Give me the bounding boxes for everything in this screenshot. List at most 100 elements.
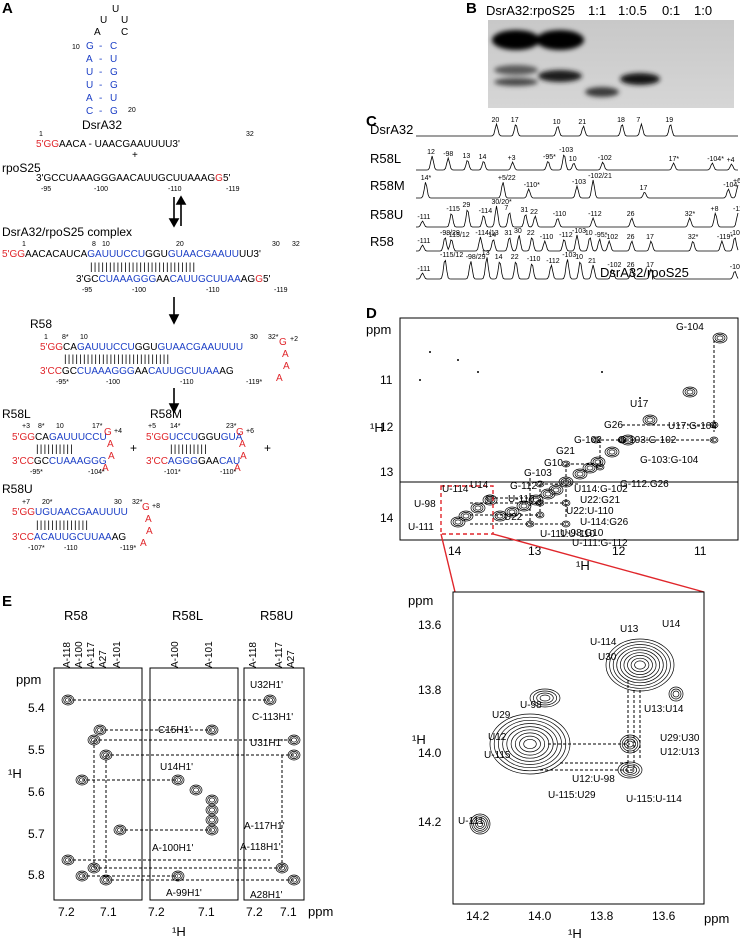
- peak-label: 13: [482, 250, 490, 257]
- panel-letter-d: D: [366, 305, 377, 322]
- svg-text:U-98: U-98: [520, 700, 542, 711]
- svg-text:U22: U22: [504, 512, 523, 523]
- trace-line: [416, 154, 738, 171]
- nt-number: 8*: [62, 334, 69, 341]
- peak-label: -110: [527, 256, 541, 263]
- svg-text:A: A: [234, 463, 241, 474]
- svg-text:A: A: [146, 526, 153, 537]
- r58m-loop: G A A A: [234, 427, 247, 474]
- svg-text:U-115:U-114: U-115:U-114: [626, 794, 682, 805]
- peak-label: -102: [598, 155, 612, 162]
- nt-number: 32*: [268, 334, 279, 341]
- peak-label: 22: [530, 209, 538, 216]
- peak-label: -112: [588, 211, 602, 218]
- peak-label: -115/12: [440, 252, 463, 259]
- column-labels-r58l: A-100 A-101: [170, 641, 215, 668]
- contour-peak: [634, 660, 646, 670]
- svg-text:A-118: A-118: [62, 642, 73, 668]
- nt-number: -119*: [120, 545, 136, 552]
- contour-peak: [630, 657, 650, 673]
- svg-text:A: A: [145, 514, 152, 525]
- diagonal-peak: [550, 486, 562, 494]
- nt-number: 20: [128, 107, 136, 114]
- svg-text:U12:U13: U12:U13: [660, 747, 700, 758]
- peak-label: -111: [417, 238, 430, 245]
- svg-text:7.1: 7.1: [198, 905, 215, 919]
- panel-d-noesy: ppm ¹H 11 12 13 14 14 13 12 11 ¹H: [366, 317, 739, 941]
- diagonal-peak: [644, 416, 656, 424]
- peak-label: 12: [427, 149, 435, 156]
- axis-h-label: ¹H: [412, 732, 426, 747]
- peak-label: 32*: [685, 211, 696, 218]
- frame-r58u: [243, 667, 305, 901]
- svg-text:U-115: U-115: [484, 750, 511, 761]
- noise-dot: [601, 371, 603, 373]
- peak-label: -110: [553, 211, 567, 218]
- contour-peak: [209, 797, 215, 803]
- svg-text:G-104: G-104: [676, 322, 704, 333]
- svg-text:U22:G21: U22:G21: [580, 495, 620, 506]
- contour-peak: [191, 786, 201, 794]
- stem-nt: G: [110, 80, 118, 91]
- svg-text:13.8: 13.8: [418, 683, 442, 697]
- contour-peak: [209, 727, 215, 733]
- axis-h-label: ¹H: [370, 420, 384, 435]
- svg-text:7.2: 7.2: [58, 905, 75, 919]
- svg-text:G26: G26: [604, 420, 623, 431]
- lane-label: 0:1: [662, 3, 680, 18]
- diagonal-peak: [458, 510, 474, 522]
- nt-number: -107*: [28, 545, 45, 552]
- base-pair-bars: ||||||||||||||: [36, 520, 89, 531]
- contour-peak: [502, 723, 558, 765]
- plus-sign: +: [264, 441, 271, 455]
- nt-number: +5: [148, 423, 156, 430]
- svg-text:A-117H1': A-117H1': [244, 821, 285, 832]
- peak-label: -110*: [524, 182, 540, 189]
- nt-number: -95*: [56, 379, 69, 386]
- diagonal-peak: [540, 488, 556, 500]
- peak-label: 21: [578, 119, 586, 126]
- r58l-loop: G A A A: [102, 427, 115, 474]
- contour-peak: [532, 690, 558, 706]
- peak-label: +3: [508, 155, 516, 162]
- svg-text:13.6: 13.6: [652, 909, 676, 923]
- svg-text:12: 12: [612, 544, 626, 558]
- peak-label: 18: [617, 117, 625, 124]
- svg-text:G-103:G-102: G-103:G-102: [618, 435, 677, 446]
- contour-peak: [289, 876, 299, 884]
- zoom-region-box: [440, 485, 494, 535]
- svg-text:11: 11: [694, 544, 707, 558]
- base-pair-bars: ||||||||||: [36, 444, 74, 455]
- zoom-connector: [492, 533, 705, 593]
- diagonal-peak: [714, 334, 726, 342]
- peak-label: 14*: [421, 175, 432, 182]
- trace-line: [416, 122, 738, 137]
- svg-text:U114:G-102: U114:G-102: [574, 484, 628, 495]
- diagonal-peak: [454, 519, 462, 525]
- peak-label: -112: [546, 258, 560, 265]
- nt-number: 1: [44, 334, 48, 341]
- diagonal-peak: [604, 446, 620, 458]
- svg-text:7.2: 7.2: [148, 905, 165, 919]
- peak-label: 17: [511, 117, 519, 124]
- svg-text:A: A: [107, 439, 114, 450]
- svg-text:U17:G-104: U17:G-104: [668, 421, 717, 432]
- hairpin-nt: U: [112, 4, 119, 15]
- contour-peak: [519, 735, 541, 753]
- nt-number: +7: [22, 499, 30, 506]
- zoom-x-ticks: 14.2 14.0 13.8 13.6: [466, 909, 676, 923]
- svg-text:14.0: 14.0: [418, 746, 442, 760]
- trace-label: R58M: [370, 178, 405, 193]
- nt-number: 20: [176, 241, 184, 248]
- svg-text:U12:U-98: U12:U-98: [572, 774, 615, 785]
- contour-peak: [529, 688, 561, 708]
- nt-number: +3: [22, 423, 30, 430]
- peak-label: +6: [733, 178, 740, 185]
- x-ticks: 14 13 12 11: [448, 544, 707, 558]
- nt-number: -119: [274, 287, 288, 294]
- r58l-label: R58L: [2, 407, 31, 421]
- y-ticks: 11 12 13 14: [380, 373, 394, 525]
- plus-sign: +: [132, 150, 138, 161]
- hairpin-nt: U: [100, 15, 107, 26]
- contour-peak: [619, 649, 661, 681]
